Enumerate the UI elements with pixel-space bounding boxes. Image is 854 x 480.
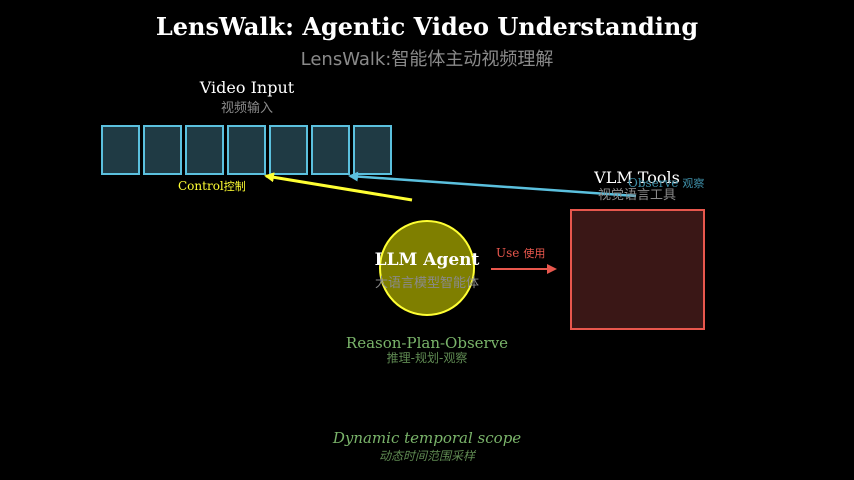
llm-agent-label-zh: 大语言模型智能体 bbox=[375, 276, 479, 291]
observe-label-zh: 观察 bbox=[682, 176, 704, 190]
page-title: LensWalk: Agentic Video Understanding bbox=[156, 12, 699, 41]
vlm-tools-label-zh: 视觉语言工具 bbox=[598, 188, 676, 203]
agent-loop-label-zh: 推理-规划-观察 bbox=[387, 350, 468, 365]
control-arrow bbox=[264, 172, 413, 202]
control-label-en: Control bbox=[178, 179, 224, 193]
video-frame bbox=[353, 125, 392, 175]
video-frame-strip bbox=[101, 125, 392, 175]
video-frame bbox=[185, 125, 224, 175]
video-frame bbox=[227, 125, 266, 175]
control-label: Control控制 bbox=[178, 179, 246, 193]
agent-loop-label: Reason-Plan-Observe bbox=[346, 334, 508, 352]
footer-label-zh: 动态时间范围采样 bbox=[379, 449, 477, 463]
video-frame bbox=[143, 125, 182, 175]
observe-arrow bbox=[348, 171, 637, 198]
llm-agent-label: LLM Agent bbox=[375, 250, 480, 270]
video-input-label: Video Input bbox=[199, 78, 295, 97]
use-label-en: Use bbox=[496, 246, 519, 260]
use-label-zh: 使用 bbox=[523, 247, 545, 260]
video-frame bbox=[311, 125, 350, 175]
vlm-tools-box bbox=[570, 209, 705, 330]
video-input-label-zh: 视频输入 bbox=[221, 100, 273, 116]
video-frame bbox=[269, 125, 308, 175]
observe-label: Observe 观察 bbox=[628, 176, 704, 190]
page-subtitle: LensWalk:智能体主动视频理解 bbox=[301, 49, 554, 70]
observe-label-en: Observe bbox=[628, 176, 678, 190]
llm-agent-node bbox=[379, 220, 475, 316]
vlm-tools-label: VLM Tools bbox=[593, 168, 680, 187]
video-frame bbox=[101, 125, 140, 175]
footer-label: Dynamic temporal scope bbox=[332, 429, 521, 447]
use-label: Use 使用 bbox=[496, 246, 545, 260]
control-label-zh: 控制 bbox=[224, 179, 246, 193]
